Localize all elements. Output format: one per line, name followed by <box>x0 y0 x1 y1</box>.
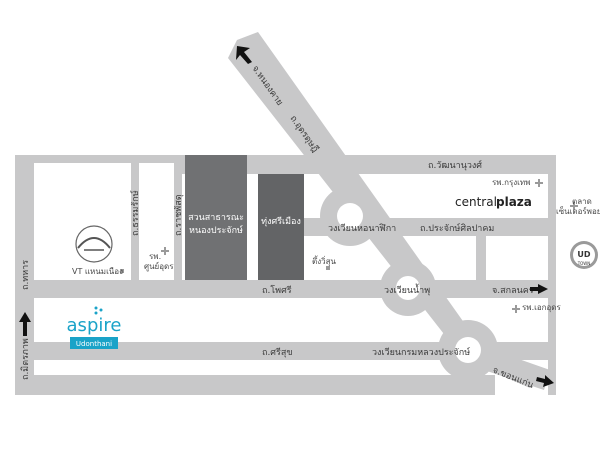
roundabout-nam-phu-center <box>396 276 420 300</box>
label-talat-1: ตลาด <box>572 197 592 206</box>
road-upper-left <box>15 155 185 163</box>
label-roundabout-prachak: วงเวียนกรมหลวงประจักษ์ <box>372 346 470 358</box>
cross-srisuk-hospital-icon <box>161 247 169 255</box>
road-network <box>15 32 556 395</box>
label-mittraphap: ถ.มิตรภาพ <box>20 338 31 380</box>
vt-logo-icon <box>75 225 113 263</box>
label-aek-udon: รพ.เอกอุดร <box>522 303 561 312</box>
arrow-khon-kaen-icon <box>536 375 554 387</box>
label-ratchaphadung: ถ.ราชพัสดุ <box>174 194 184 236</box>
label-roundabout-nam-phu: วงเวียนน้ำพุ <box>384 283 430 296</box>
arrow-udon-dusadee-icon <box>19 312 31 336</box>
hospital-cross-icon <box>161 179 578 313</box>
label-srisuk-hospital-2: ศูนย์อุดร <box>144 261 174 272</box>
label-prachak-sinlapakhom: ถ.ประจักษ์ศิลปาคม <box>420 222 494 234</box>
label-srisuk-hospital-1: รพ. <box>149 252 161 261</box>
poi-vt-marker <box>120 269 124 273</box>
aspire-logo-icon: aspire Udonthani <box>67 306 122 349</box>
road-thammarakkhit <box>131 155 139 285</box>
label-wattananuwong: ถ.วัฒนานุวงศ์ <box>428 159 482 171</box>
park-nong-prachak-label-2: หนองประจักษ์ <box>189 224 243 236</box>
label-roundabout-nalika: วงเวียนหอนาฬิกา <box>328 223 396 234</box>
road-ratchaphadung <box>174 155 182 290</box>
road-right-vertical <box>548 155 556 395</box>
poi-tue-sun-marker <box>326 266 330 270</box>
road-bottom <box>15 375 495 395</box>
cross-bangkok-hospital-icon <box>535 179 543 187</box>
park-nong-prachak-label-1: สวนสาธารณะ <box>188 213 244 223</box>
label-pho-si: ถ.โพศรี <box>262 285 292 296</box>
label-sakon-nakhon: จ.สกลนคร <box>492 286 534 296</box>
label-thahan: ถ.ทหาร <box>21 260 31 290</box>
park-thung-si-mueang-label: ทุ่งศรีเมือง <box>261 216 301 227</box>
roundabout-nalika-center <box>337 203 363 229</box>
roundabout-prachak-center <box>455 337 481 363</box>
label-central: central <box>455 195 497 209</box>
park-nong-prachak <box>185 155 247 280</box>
road-diagonal-main <box>228 32 536 388</box>
park-thung-si-mueang <box>258 174 304 280</box>
arrow-nong-khai-icon <box>236 46 252 64</box>
label-aspire: aspire <box>67 315 122 336</box>
road-si-suk <box>34 342 548 360</box>
label-plaza: plaza <box>496 195 532 209</box>
cross-talat-icon <box>570 202 578 210</box>
label-bangkok-hospital: รพ.กรุงเทพ <box>492 178 530 187</box>
label-thammarakkhit: ถ.ธรรมรักษ์ <box>129 190 141 236</box>
label-ud-town-sub: TOWN <box>577 261 591 266</box>
label-ud-town: UD <box>577 250 590 259</box>
cross-aek-udon-icon <box>512 305 520 313</box>
label-aspire-sub: Udonthani <box>76 340 112 348</box>
ud-town-badge-icon: UD TOWN <box>570 241 598 269</box>
road-udon-dusadee-left <box>15 155 34 395</box>
arrow-icon <box>19 46 554 387</box>
label-si-suk: ถ.ศรีสุข <box>262 347 293 358</box>
road-central-side <box>476 218 486 288</box>
label-talat-2: เซ็นเตอร์พอยท์ <box>556 206 600 216</box>
label-tue-sun: ตึ้งวิ่สุน <box>312 255 336 266</box>
road-wattananuwong <box>174 155 556 174</box>
arrow-sakon-nakhon-icon <box>530 284 548 294</box>
label-vt-naem-nueang: VT แหนมเนือง <box>72 267 123 276</box>
